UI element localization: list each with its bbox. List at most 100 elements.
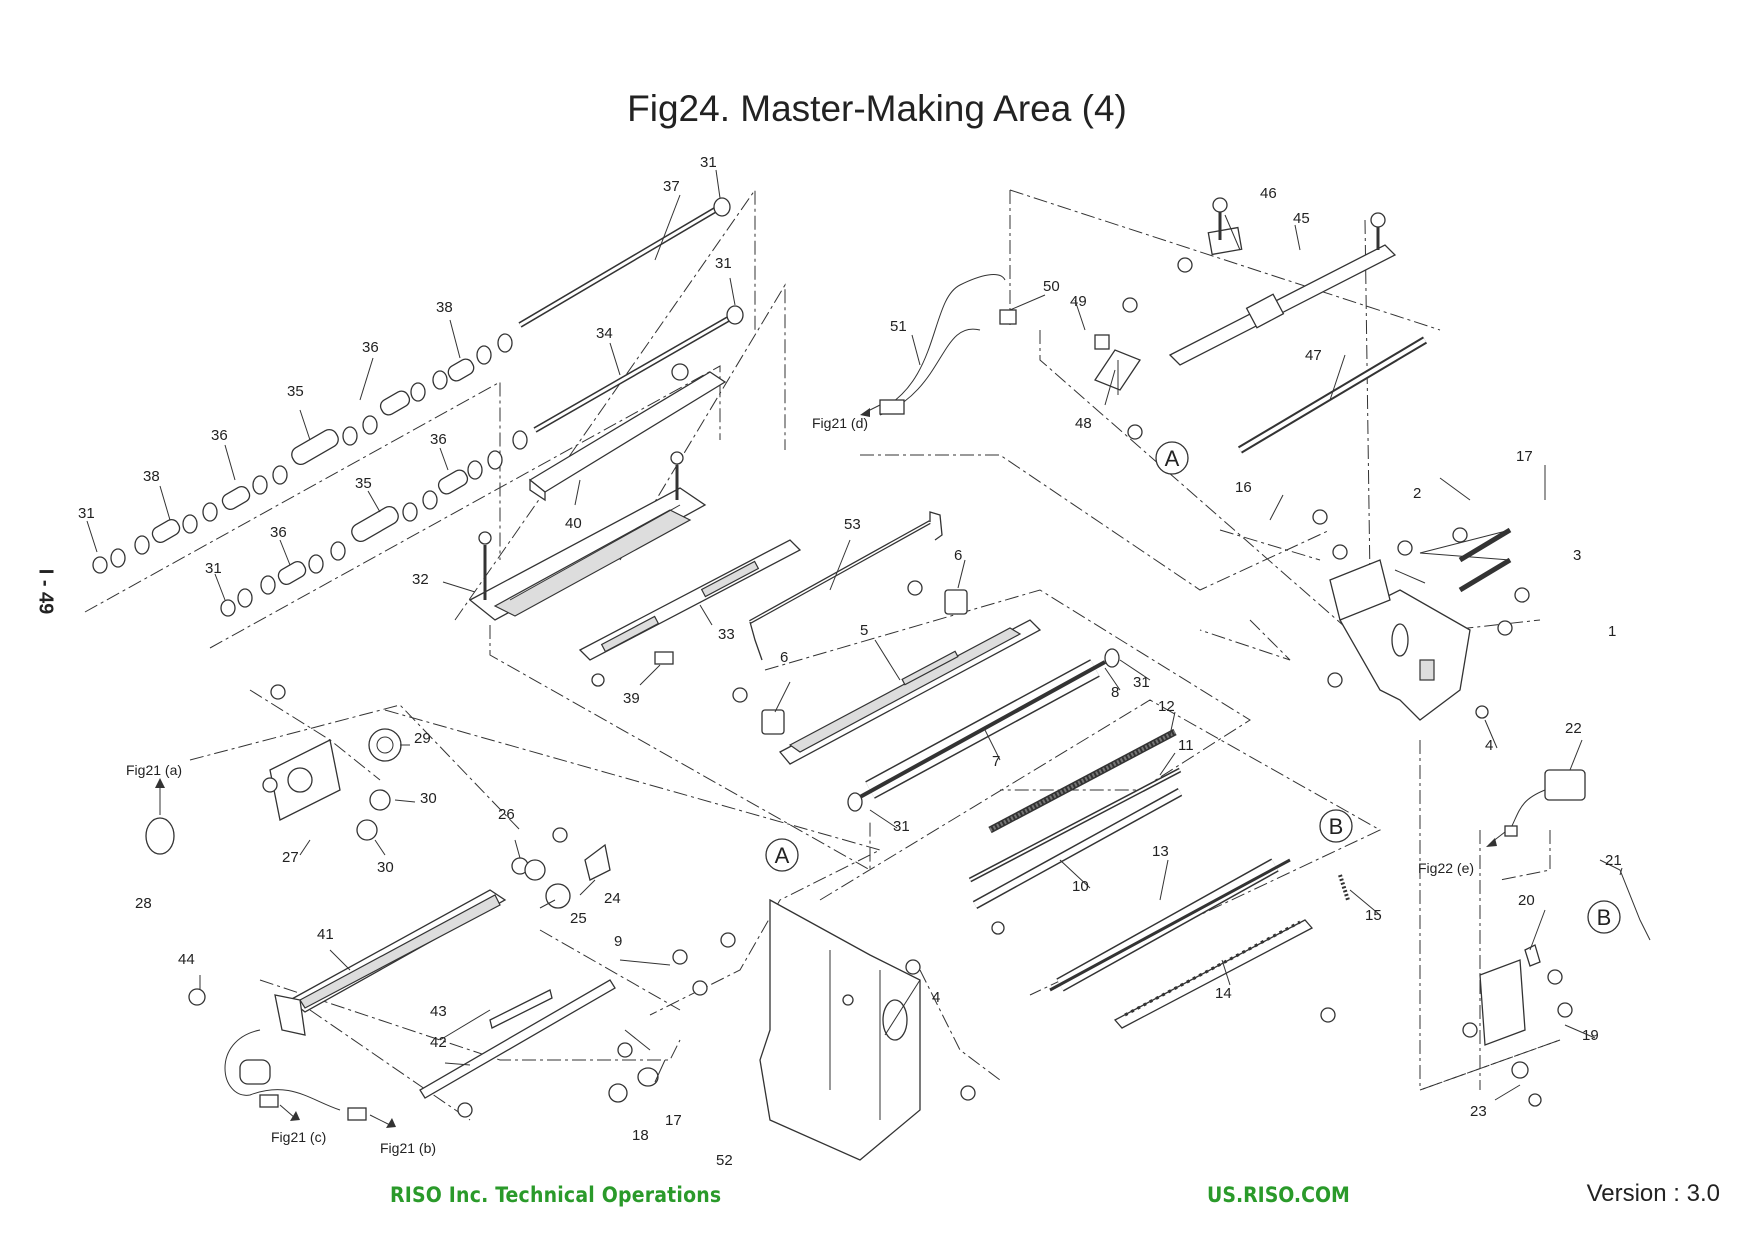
callout: 29	[414, 730, 431, 747]
part-rod-53	[749, 511, 943, 661]
callout: 3	[1573, 547, 1581, 564]
part-rail-41	[274, 889, 507, 1036]
callout: 7	[992, 753, 1000, 770]
part-blade-12	[988, 728, 1177, 834]
callout: 34	[596, 325, 613, 342]
callout: 46	[1260, 185, 1277, 202]
callout: 41	[317, 926, 334, 943]
part-roller-10	[972, 788, 1183, 935]
callout: 15	[1365, 907, 1382, 924]
callout: 6	[954, 547, 962, 564]
callout: 49	[1070, 293, 1087, 310]
part-guide-14	[1113, 919, 1314, 1029]
reference-label: Fig21 (d)	[812, 415, 868, 431]
callout: 32	[412, 571, 429, 588]
callout: 12	[1158, 698, 1175, 715]
callout: 31	[893, 818, 910, 835]
assembly-lines	[84, 188, 1561, 1121]
callout: 36	[270, 524, 287, 541]
callout: 11	[1178, 737, 1194, 754]
callout: 13	[1152, 843, 1169, 860]
callout: 6	[780, 649, 788, 666]
part-roller-set-upper	[92, 333, 513, 574]
callout: 31	[715, 255, 732, 272]
callout: 35	[355, 475, 372, 492]
callout: 26	[498, 806, 515, 823]
reference-label: Fig21 (b)	[380, 1140, 436, 1156]
svg-text:A: A	[1165, 446, 1180, 471]
callout: 17	[1516, 448, 1533, 465]
callout: 31	[78, 505, 95, 522]
callout: 2	[1413, 485, 1421, 502]
part-rail-45-47	[1168, 226, 1428, 454]
part-gears-24-26	[511, 843, 611, 909]
callout: 51	[890, 318, 907, 335]
callout: 31	[700, 154, 717, 171]
callout: 47	[1305, 347, 1322, 364]
callout: 39	[623, 690, 640, 707]
part-guide-40	[528, 363, 727, 502]
callout: 40	[565, 515, 582, 532]
callout: 50	[1043, 278, 1060, 295]
callout: 53	[844, 516, 861, 533]
footer-company: RISO Inc. Technical Operations	[390, 1183, 722, 1207]
part-strip-43	[489, 989, 553, 1029]
callout: 27	[282, 849, 299, 866]
part-bracket-5	[732, 580, 1042, 765]
page-title: Fig24. Master-Making Area (4)	[627, 88, 1127, 129]
callout: 44	[178, 951, 195, 968]
callout: 28	[135, 895, 152, 912]
part-harness-51	[879, 274, 1110, 416]
part-roller-7	[847, 648, 1120, 812]
callout: 14	[1215, 985, 1232, 1002]
callout: 17	[665, 1112, 682, 1129]
callout: 4	[932, 989, 940, 1006]
reference-label: Fig22 (e)	[1418, 860, 1474, 876]
part-rail-42	[419, 979, 616, 1099]
callout: 24	[604, 890, 621, 907]
marker-A-upper: A	[1155, 441, 1189, 475]
marker-B-upper: B	[1319, 809, 1353, 843]
callout: 20	[1518, 892, 1535, 909]
part-bracket-right-19-21	[1479, 859, 1651, 1079]
callout: 18	[632, 1127, 649, 1144]
part-frame-right	[1329, 527, 1512, 721]
part-plate-32	[468, 451, 707, 621]
footer-version: Version : 3.0	[1586, 1180, 1720, 1207]
callout: 10	[1072, 878, 1089, 895]
callout: 5	[860, 622, 868, 639]
callout: 31	[205, 560, 222, 577]
screws	[188, 197, 1573, 1118]
callout: 30	[420, 790, 437, 807]
callout: 42	[430, 1034, 447, 1051]
reference-label: Fig21 (a)	[126, 762, 182, 778]
callout: 19	[1582, 1027, 1599, 1044]
part-roller-13	[1049, 858, 1291, 992]
callout: 36	[211, 427, 228, 444]
part-roller-set-lower	[220, 430, 528, 617]
callout: 48	[1075, 415, 1092, 432]
callout-labels: 1 2 3 4 4 5 6 6 7 8 9 10 11 12 13 14 15 …	[78, 154, 1622, 1169]
part-shaft-roller-upper	[518, 197, 744, 433]
part-gears-29-30	[356, 728, 402, 841]
callout: 16	[1235, 479, 1252, 496]
callout: 36	[430, 431, 447, 448]
callout: 33	[718, 626, 735, 643]
reference-label: Fig21 (c)	[271, 1129, 326, 1145]
callout: 4	[1485, 737, 1493, 754]
callout: 37	[663, 178, 680, 195]
callout: 23	[1470, 1103, 1487, 1120]
callout: 9	[614, 933, 622, 950]
callout: 31	[1133, 674, 1150, 691]
footer-website: US.RISO.COM	[1207, 1183, 1350, 1207]
part-spring-15	[1338, 874, 1350, 901]
part-frame-center	[759, 898, 921, 1161]
callout: 36	[362, 339, 379, 356]
callout: 22	[1565, 720, 1582, 737]
svg-text:A: A	[775, 843, 790, 868]
leader-lines	[86, 169, 1623, 1101]
callout: 38	[436, 299, 453, 316]
callout: 1	[1608, 623, 1616, 640]
reference-arrows	[155, 404, 1506, 1128]
